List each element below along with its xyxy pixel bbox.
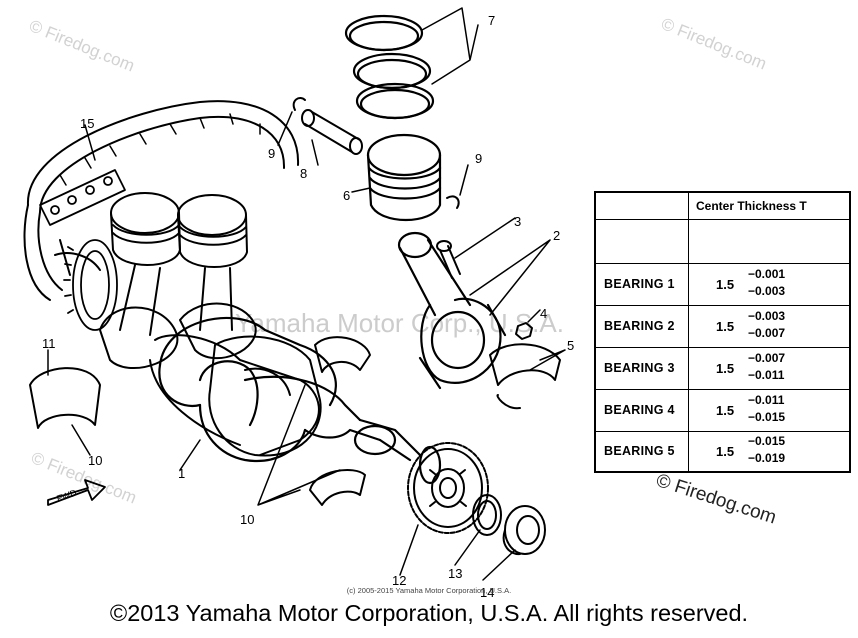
callout-4: 4 bbox=[540, 306, 547, 321]
table-row-divider bbox=[596, 219, 849, 220]
watermark-bottom-left: © Firedog.com bbox=[29, 448, 140, 507]
callout-10-bottom: 10 bbox=[240, 512, 254, 527]
table-header: Center Thickness T bbox=[696, 199, 807, 213]
callout-6: 6 bbox=[343, 188, 350, 203]
timing-chain bbox=[23, 100, 300, 301]
bearing-thickness-table: Center Thickness T BEARING 1 1.5 −0.001 … bbox=[594, 191, 851, 473]
bearing-value: 1.5 bbox=[716, 444, 735, 459]
callout-2: 2 bbox=[553, 228, 560, 243]
rod-nut bbox=[515, 322, 533, 340]
bearing-tolerance-lower: −0.015 bbox=[748, 410, 786, 424]
bearing-name: BEARING 5 bbox=[604, 444, 675, 458]
bearing-value: 1.5 bbox=[716, 277, 735, 292]
callout-numbers: 1 2 3 4 5 6 7 8 9 9 10 10 11 12 13 14 15 bbox=[42, 13, 574, 600]
callout-13: 13 bbox=[448, 566, 462, 581]
bearing-tolerance-upper: −0.011 bbox=[748, 393, 785, 407]
bearing-tolerance-lower: −0.003 bbox=[748, 284, 786, 298]
piston-pin bbox=[301, 109, 363, 155]
chain-links bbox=[39, 169, 126, 226]
small-copyright: (c) 2005-2015 Yamaha Motor Corporation, … bbox=[346, 586, 512, 595]
main-bearing-upper-left bbox=[29, 367, 101, 429]
watermark-top-left: © Firedog.com bbox=[27, 16, 138, 75]
main-bearing-center bbox=[314, 336, 371, 373]
callout-12: 12 bbox=[392, 573, 406, 588]
bearing-name: BEARING 2 bbox=[604, 319, 675, 333]
bearing-tolerance-upper: −0.015 bbox=[748, 434, 786, 448]
table-row: BEARING 5 1.5 −0.015 −0.019 bbox=[596, 431, 849, 472]
callout-10-left: 10 bbox=[88, 453, 102, 468]
crank-gear bbox=[407, 442, 489, 534]
assembled-pistons bbox=[110, 192, 248, 268]
bearing-tolerance-upper: −0.007 bbox=[748, 351, 786, 365]
bearing-tolerance-lower: −0.007 bbox=[748, 326, 786, 340]
bearing-tolerance-upper: −0.001 bbox=[748, 267, 786, 281]
table-row: BEARING 4 1.5 −0.011 −0.015 bbox=[596, 389, 849, 432]
table-divider bbox=[688, 193, 689, 471]
table-header-row bbox=[596, 193, 849, 219]
circlip-left bbox=[292, 97, 306, 111]
big-end-bearing bbox=[489, 343, 561, 410]
watermark-top-right: © Firedog.com bbox=[659, 14, 770, 73]
bearing-tolerance-lower: −0.011 bbox=[748, 368, 785, 382]
callout-1: 1 bbox=[178, 466, 185, 481]
table-row: BEARING 1 1.5 −0.001 −0.003 bbox=[596, 263, 849, 306]
crank-bearing-ring bbox=[502, 505, 546, 556]
callout-9-right: 9 bbox=[475, 151, 482, 166]
circlip-right bbox=[446, 195, 460, 209]
footer-copyright: ©2013 Yamaha Motor Corporation, U.S.A. A… bbox=[109, 600, 749, 626]
bearing-name: BEARING 4 bbox=[604, 403, 675, 417]
bearing-name: BEARING 3 bbox=[604, 361, 675, 375]
callout-11: 11 bbox=[42, 336, 56, 351]
piston bbox=[366, 133, 442, 222]
bearing-value: 1.5 bbox=[716, 361, 735, 376]
bearing-value: 1.5 bbox=[716, 319, 735, 334]
thrust-washer bbox=[472, 494, 502, 536]
bearing-tolerance-upper: −0.003 bbox=[748, 309, 786, 323]
callout-15: 15 bbox=[80, 116, 94, 131]
rod-bolt bbox=[436, 240, 461, 279]
main-bearing-lower bbox=[309, 469, 366, 506]
bearing-value: 1.5 bbox=[716, 403, 735, 418]
piston-rings bbox=[344, 14, 435, 120]
table-row: BEARING 3 1.5 −0.007 −0.011 bbox=[596, 347, 849, 390]
callout-9-left: 9 bbox=[268, 146, 275, 161]
bearing-name: BEARING 1 bbox=[604, 277, 675, 291]
callout-3: 3 bbox=[514, 214, 521, 229]
callout-5: 5 bbox=[567, 338, 574, 353]
table-row: BEARING 2 1.5 −0.003 −0.007 bbox=[596, 305, 849, 348]
connecting-rod bbox=[397, 231, 507, 390]
callout-8: 8 bbox=[300, 166, 307, 181]
bearing-tolerance-lower: −0.019 bbox=[748, 451, 786, 465]
callout-7: 7 bbox=[488, 13, 495, 28]
watermark-center: Yamaha Motor Corp., U.S.A. bbox=[235, 308, 564, 338]
callout-14: 14 bbox=[480, 585, 494, 600]
fwd-label: FWD bbox=[55, 487, 78, 504]
leader-lines bbox=[47, 7, 566, 581]
